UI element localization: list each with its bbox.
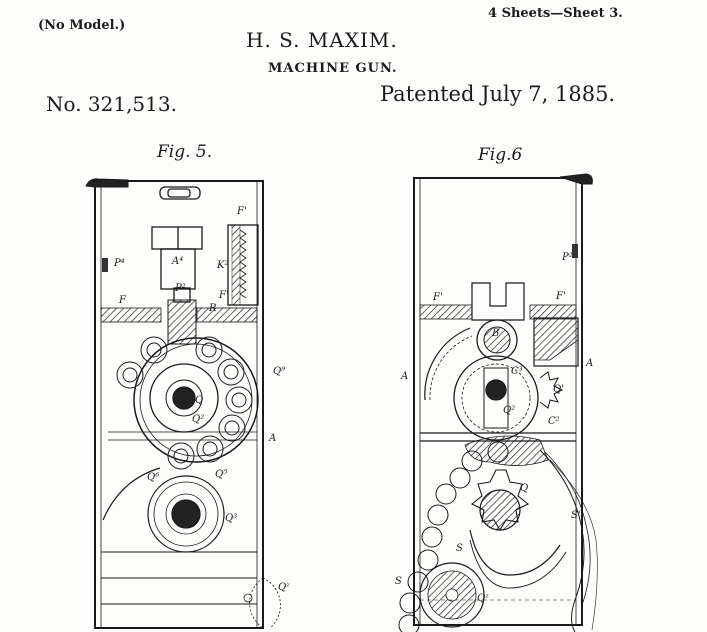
figure-6-reference-labels: P² F' F' B A A C³ Q' Q² C² Q S' S S Qᶻ: [395, 252, 593, 604]
figure-5-reference-labels: F' P⁴ A⁴ K² P² F F' R Q⁹ Q Q² A Q⁶ Q⁵ Q³…: [113, 206, 290, 593]
fig6-label-Q2: Q²: [503, 405, 515, 416]
fig5-label-A: A: [268, 433, 276, 444]
no-model-note: (No Model.): [38, 18, 126, 33]
figure-5-label: Fig. 5.: [157, 142, 213, 162]
figure-6-label: Fig.6: [478, 145, 523, 165]
fig5-label-Q9: Q⁹: [273, 366, 285, 377]
fig5-label-A4: A⁴: [171, 256, 183, 267]
fig6-label-A-right: A: [585, 358, 593, 369]
fig6-label-Q1: Q': [553, 384, 564, 395]
fig6-label-Qz: Qᶻ: [477, 593, 489, 604]
fig5-label-Q6: Q⁶: [147, 472, 159, 483]
fig5-label-Qz: Qᶻ: [278, 582, 290, 593]
fig5-label-Q: Q: [195, 395, 203, 406]
inventor-name: H. S. MAXIM.: [246, 28, 398, 52]
fig5-label-F1: F': [236, 206, 247, 217]
patent-title: MACHINE GUN.: [268, 61, 398, 76]
fig5-label-P4: P⁴: [113, 258, 125, 269]
patent-number: No. 321,513.: [46, 92, 177, 116]
fig5-label-K2: K²: [216, 260, 228, 271]
fig5-casing: [94, 180, 264, 629]
fig6-label-C3: C³: [511, 366, 523, 377]
fig6-label-F-left: F': [432, 292, 443, 303]
fig6-label-P2: P²: [561, 252, 573, 263]
fig6-label-S2: S: [395, 576, 402, 587]
fig5-cartridge-ring: [116, 336, 253, 470]
fig5-label-F: F: [118, 295, 127, 306]
fig5-label-F-right: F': [218, 290, 229, 301]
patent-date: Patented July 7, 1885.: [380, 82, 616, 106]
fig6-label-S-right: S': [571, 510, 581, 521]
fig5-label-P2: P²: [174, 283, 186, 294]
figure-5-drawing: [85, 178, 281, 629]
fig6-label-C2: C²: [548, 416, 560, 427]
fig6-label-Q: Q: [520, 483, 528, 494]
sheet-info: 4 Sheets—Sheet 3.: [488, 6, 623, 21]
fig5-label-R: R: [208, 303, 217, 314]
fig6-label-F-right: F': [555, 291, 566, 302]
fig6-label-A-left: A: [400, 371, 408, 382]
fig5-label-Q2: Q²: [192, 414, 204, 425]
fig6-casing: [413, 177, 583, 626]
fig6-label-B: B: [491, 328, 499, 339]
fig6-label-S: S: [456, 543, 463, 554]
figure-6-drawing: [398, 173, 598, 632]
fig5-label-Q5: Q⁵: [215, 469, 227, 480]
fig5-label-Q3: Q³: [225, 513, 237, 524]
